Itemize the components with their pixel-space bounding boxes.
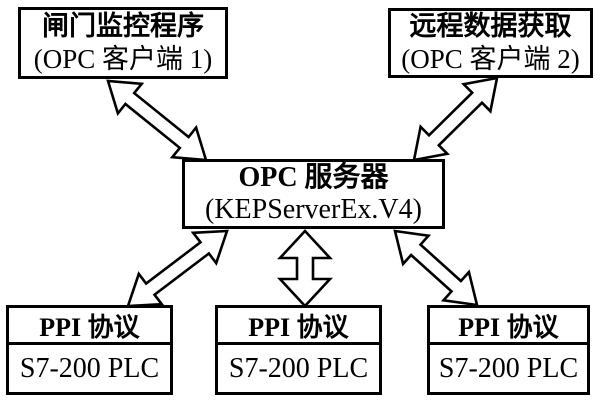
node-subtitle: (KEPServerEx.V4)	[205, 194, 422, 225]
node-gate-monitor-client1: 闸门监控程序 (OPC 客户端 1)	[18, 7, 228, 79]
plc-device-label: S7-200 PLC	[438, 352, 579, 384]
plc-device-label: S7-200 PLC	[228, 352, 369, 384]
plc-protocol-label: PPI 协议	[430, 308, 587, 345]
node-opc-server: OPC 服务器 (KEPServerEx.V4)	[182, 159, 445, 229]
node-plc3: PPI 协议 S7-200 PLC	[427, 305, 590, 395]
plc-device-label: S7-200 PLC	[19, 352, 160, 384]
node-plc2: PPI 协议 S7-200 PLC	[215, 305, 382, 395]
double-arrow-server-plc2	[277, 229, 333, 308]
node-title: OPC 服务器	[238, 162, 389, 193]
double-arrow-server-plc1	[126, 229, 229, 308]
node-plc1: PPI 协议 S7-200 PLC	[6, 305, 173, 395]
plc-protocol-label: PPI 协议	[9, 308, 170, 345]
plc-protocol-label: PPI 协议	[218, 308, 379, 345]
double-arrow-server-plc3	[393, 229, 479, 307]
node-subtitle: (OPC 客户端 1)	[33, 44, 213, 74]
node-remote-data-client2: 远程数据获取 (OPC 客户端 2)	[388, 8, 593, 78]
node-title: 闸门监控程序	[42, 11, 204, 41]
node-subtitle: (OPC 客户端 2)	[401, 44, 580, 74]
node-title: 远程数据获取	[409, 11, 572, 41]
double-arrow-server-client1	[106, 79, 208, 162]
double-arrow-server-client2	[412, 76, 499, 162]
